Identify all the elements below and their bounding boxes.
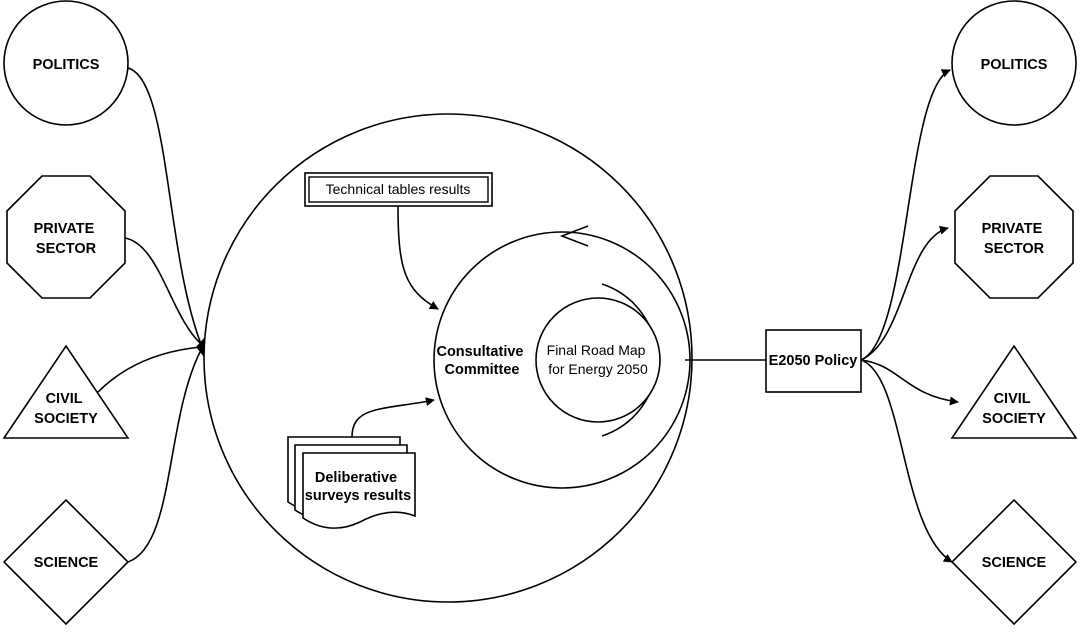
technical-tables-label: Technical tables results — [326, 181, 471, 197]
right-civil-society-label-line2: SOCIETY — [982, 411, 1046, 427]
committee-label-line1: Consultative — [436, 344, 523, 360]
e2050-policy-box: E2050 Policy — [765, 329, 862, 393]
right-civil-society-node: CIVIL SOCIETY — [950, 344, 1078, 439]
e2050-policy-label: E2050 Policy — [769, 353, 858, 369]
right-private-sector-label-line2: SECTOR — [984, 241, 1045, 257]
edge-technical-tables-to-committee — [397, 205, 439, 310]
edge-left-politics — [127, 67, 202, 345]
left-private-sector-label-line2: SECTOR — [36, 241, 97, 257]
right-private-sector-node: PRIVATE SECTOR — [954, 175, 1074, 299]
left-politics-label-line1: POLITICS — [33, 57, 100, 73]
edge-left-civil-society — [97, 346, 202, 393]
final-road-map-node: Final Road Map for Energy 2050 — [535, 297, 661, 423]
technical-tables-box: Technical tables results — [304, 172, 493, 207]
edge-policy-to-private-sector — [860, 225, 949, 361]
left-private-sector-label-line1: PRIVATE — [34, 221, 95, 237]
svg-text:PRIVATE SECTOR: PRIVATE SECTOR — [34, 221, 99, 257]
surveys-label-line1: Deliberative — [315, 470, 397, 486]
edge-left-science — [127, 349, 202, 563]
svg-text:SCIENCE: SCIENCE — [982, 555, 1047, 571]
edge-surveys-to-committee — [351, 397, 435, 438]
left-science-node: SCIENCE — [2, 498, 130, 626]
edge-left-private-sector — [124, 237, 202, 345]
right-science-node: SCIENCE — [950, 498, 1078, 626]
right-politics-node: POLITICS — [951, 0, 1077, 126]
svg-text:POLITICS: POLITICS — [33, 57, 100, 73]
deliberative-surveys-documents: Deliberative surveys results — [287, 436, 416, 529]
left-civil-society-node: CIVIL SOCIETY — [2, 344, 130, 439]
left-private-sector-node: PRIVATE SECTOR — [6, 175, 126, 299]
left-science-label-line1: SCIENCE — [34, 555, 99, 571]
road-map-label-line1: Final Road Map — [547, 342, 646, 358]
left-politics-node: POLITICS — [3, 0, 129, 126]
cycle-direction-arrow — [559, 225, 589, 247]
svg-text:Deliberative surveys res: Deliberative surveys results — [305, 470, 411, 504]
right-civil-society-label-line1: CIVIL — [994, 391, 1031, 407]
svg-text:CIVIL SOCIETY: CIVIL SOCIETY — [34, 391, 98, 427]
edge-policy-to-politics — [860, 69, 951, 361]
svg-text:PRIVATE SECTOR: PRIVATE SECTOR — [982, 221, 1047, 257]
edge-policy-to-science — [860, 359, 953, 563]
svg-text:POLITICS: POLITICS — [981, 57, 1048, 73]
svg-text:SCIENCE: SCIENCE — [34, 555, 99, 571]
edge-policy-to-civil-society — [860, 359, 959, 406]
committee-label-line2: Committee — [445, 362, 520, 378]
svg-text:Final Road Map for Energ: Final Road Map for Energy 2050 — [547, 342, 650, 377]
svg-text:CIVIL SOCIETY: CIVIL SOCIETY — [982, 391, 1046, 427]
surveys-label-line2: surveys results — [305, 488, 411, 504]
right-private-sector-label-line1: PRIVATE — [982, 221, 1043, 237]
left-civil-society-label-line1: CIVIL — [46, 391, 83, 407]
right-politics-label-line1: POLITICS — [981, 57, 1048, 73]
consultative-committee-label: Consultative Committee — [436, 344, 527, 378]
road-map-label-line2: for Energy 2050 — [548, 361, 648, 377]
left-civil-society-label-line2: SOCIETY — [34, 411, 98, 427]
right-science-label-line1: SCIENCE — [982, 555, 1047, 571]
